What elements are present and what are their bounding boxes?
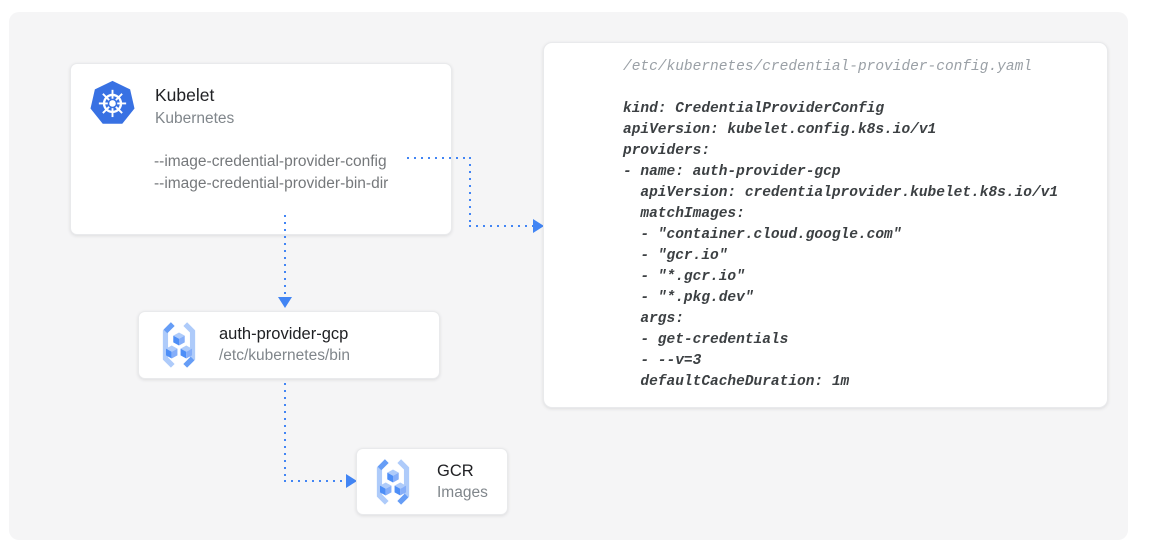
flag-image-credential-provider-config: --image-credential-provider-config: [154, 153, 387, 170]
container-registry-icon: [376, 459, 410, 505]
auth-provider-gcp-title: auth-provider-gcp: [219, 325, 349, 343]
container-registry-icon: [162, 322, 196, 368]
credential-provider-config-panel: /etc/kubernetes/credential-provider-conf…: [543, 42, 1108, 408]
arrow-config-to-yaml-segment: [469, 157, 471, 227]
arrow-config-to-yaml-arrowhead-icon: [533, 219, 544, 233]
gcr-card: GCR Images: [356, 448, 508, 515]
auth-provider-gcp-path: /etc/kubernetes/bin: [219, 347, 350, 364]
gcr-subtitle: Images: [437, 484, 488, 501]
auth-provider-gcp-card: auth-provider-gcp /etc/kubernetes/bin: [138, 311, 440, 379]
kubelet-flags: --image-credential-provider-config --ima…: [154, 151, 388, 195]
kubelet-title: Kubelet: [155, 85, 215, 105]
config-file-path: /etc/kubernetes/credential-provider-conf…: [623, 59, 1032, 75]
arrow-auth-provider-to-gcr-arrowhead-icon: [346, 474, 357, 488]
gcr-title: GCR: [437, 462, 474, 480]
flag-image-credential-provider-bin-dir: --image-credential-provider-bin-dir: [154, 175, 389, 192]
arrow-kubelet-to-auth-provider-segment: [284, 215, 286, 298]
kubernetes-logo-icon: [90, 80, 135, 124]
arrow-auth-provider-to-gcr-segment: [284, 480, 347, 482]
arrow-config-to-yaml-segment: [407, 157, 470, 159]
kubelet-subtitle: Kubernetes: [155, 110, 235, 127]
arrow-auth-provider-to-gcr-segment: [284, 383, 286, 481]
arrow-kubelet-to-auth-provider-arrowhead-icon: [278, 297, 292, 308]
arrow-config-to-yaml-segment: [469, 225, 533, 227]
config-yaml-code: kind: CredentialProviderConfig apiVersio…: [623, 101, 1059, 390]
kubelet-card: Kubelet Kubernetes --image-credential-pr…: [70, 63, 452, 235]
